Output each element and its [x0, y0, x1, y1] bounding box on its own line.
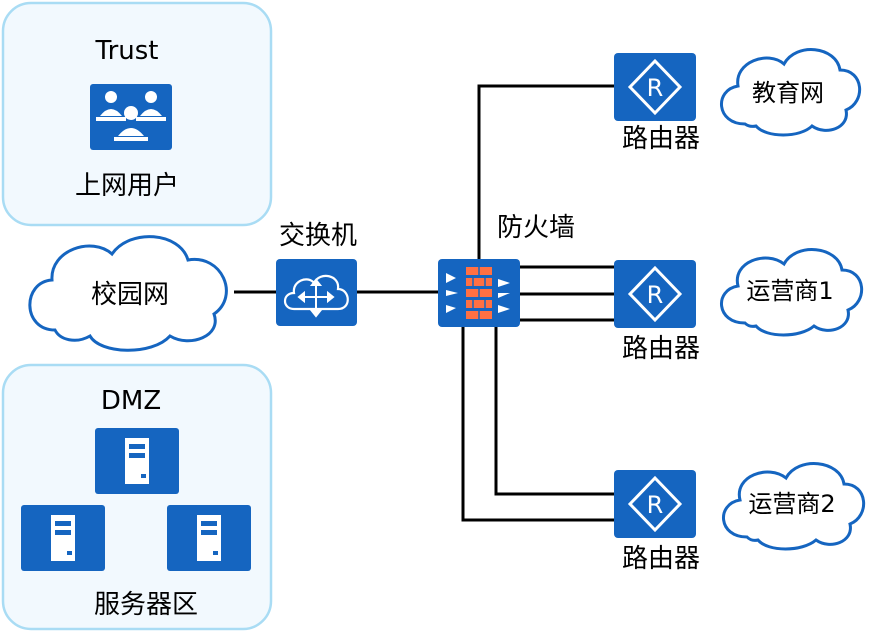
link-firewall-router-isp2-b — [461, 326, 614, 522]
isp1-cloud: 运营商1 — [720, 248, 864, 337]
svg-text:R: R — [647, 491, 664, 519]
dmz-zone-title: DMZ — [101, 386, 161, 416]
firewall-label: 防火墙 — [497, 213, 575, 243]
campus-cloud: 校园网 — [28, 235, 228, 352]
trust-user-label: 上网用户 — [75, 171, 179, 201]
users-icon — [90, 84, 172, 150]
server-icon — [167, 505, 251, 571]
router-icon: R — [614, 53, 696, 121]
edu-cloud: 教育网 — [720, 48, 862, 137]
campus-label: 校园网 — [91, 280, 169, 310]
router-edu-label: 路由器 — [622, 124, 700, 154]
router-icon: R — [614, 470, 696, 538]
router-isp1-label: 路由器 — [622, 334, 700, 364]
server-icon — [95, 428, 179, 494]
switch-label: 交换机 — [279, 221, 357, 251]
connection-lines — [234, 84, 614, 522]
isp2-cloud-label: 运营商2 — [748, 490, 835, 518]
link-firewall-router-isp2-a — [494, 326, 614, 496]
dmz-servers-label: 服务器区 — [94, 590, 198, 620]
firewall-icon — [438, 259, 520, 327]
router-isp2-label: 路由器 — [622, 544, 700, 574]
router-icon: R — [614, 260, 696, 328]
svg-text:R: R — [647, 74, 664, 102]
isp1-cloud-label: 运营商1 — [746, 277, 833, 305]
svg-text:R: R — [647, 281, 664, 309]
isp2-cloud: 运营商2 — [722, 462, 866, 551]
edu-cloud-label: 教育网 — [752, 79, 824, 107]
trust-zone-title: Trust — [95, 36, 159, 66]
switch-icon — [276, 259, 357, 326]
server-icon — [21, 505, 105, 571]
link-firewall-router-edu — [477, 84, 614, 262]
